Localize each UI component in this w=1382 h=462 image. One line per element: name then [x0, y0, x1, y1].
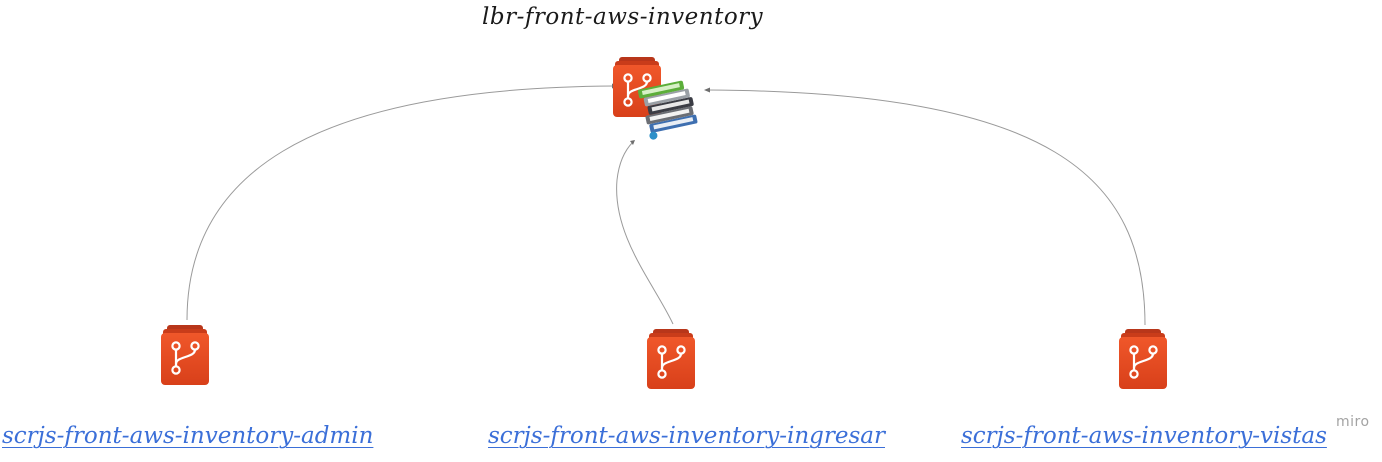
connectors: [186, 85, 1146, 326]
repo-icon-vistas[interactable]: [1117, 327, 1169, 391]
arrowhead-vistas: [704, 87, 710, 93]
connector-ingresar-to-library: [616, 141, 674, 325]
arrowhead-ingresar: [630, 140, 635, 145]
repo-icon-ingresar[interactable]: [645, 327, 697, 391]
repo-link-admin[interactable]: scrjs-front-aws-inventory-admin: [2, 423, 374, 449]
books-icon: [637, 80, 698, 140]
connector-vistas-to-library: [707, 89, 1146, 326]
repo-link-vistas[interactable]: scrjs-front-aws-inventory-vistas: [961, 423, 1327, 449]
connector-admin-to-library: [186, 85, 615, 321]
repo-link-ingresar[interactable]: scrjs-front-aws-inventory-ingresar: [488, 423, 885, 449]
repo-icon-admin[interactable]: [159, 323, 211, 387]
library-title: lbr-front-aws-inventory: [482, 4, 764, 30]
miro-watermark: miro: [1336, 414, 1370, 430]
